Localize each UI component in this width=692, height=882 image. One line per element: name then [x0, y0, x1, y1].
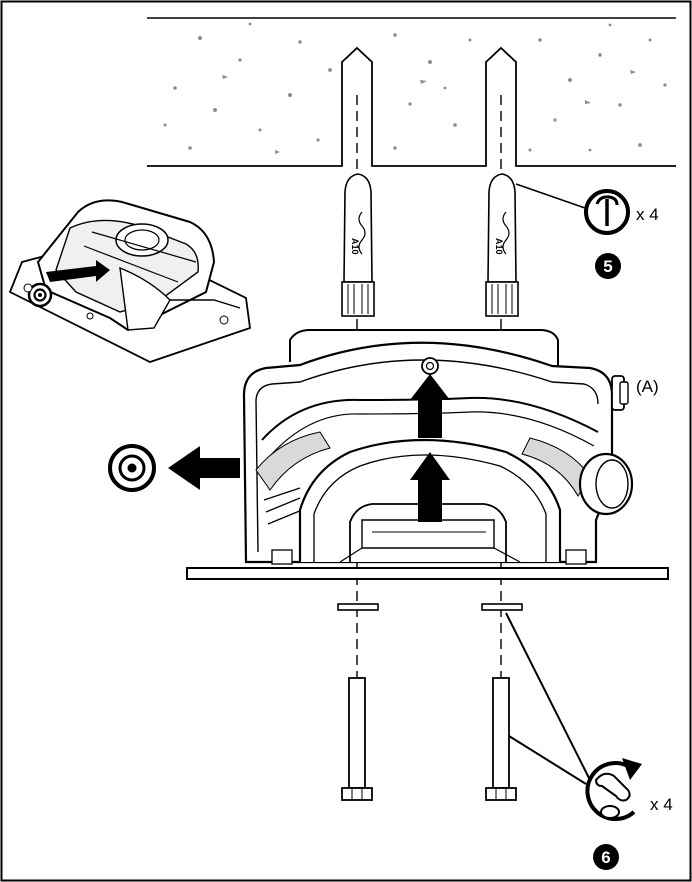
- push-up-arrows: [410, 374, 450, 522]
- base-plate: [186, 567, 669, 580]
- concrete-ceiling: [147, 17, 676, 167]
- mount-inset-thumbnail: [8, 199, 251, 363]
- remove-cap-icon: [108, 444, 156, 492]
- anchor-leader-line: [515, 183, 586, 209]
- step-5-badge: 5: [595, 253, 621, 279]
- wrench-quantity: x 4: [650, 795, 673, 814]
- part-a-knob: [611, 375, 629, 411]
- anchor-marking-right: A10: [494, 238, 504, 255]
- screw-leader-lines: [505, 612, 591, 785]
- screw-right: [485, 677, 517, 801]
- hammer-drill-icon: [584, 189, 630, 235]
- wall-anchor-right: A10: [485, 173, 519, 317]
- washer-right: [481, 603, 523, 611]
- wrench-tighten-icon: [585, 758, 642, 821]
- screw-left: [341, 677, 373, 801]
- mount-body: [186, 329, 669, 580]
- part-a-label: (A): [636, 377, 659, 396]
- wall-anchor-left: A10: [341, 173, 375, 317]
- step-6-badge: 6: [593, 844, 619, 870]
- concrete-speckles: [163, 22, 667, 154]
- step-5-number: 5: [603, 257, 612, 276]
- drill-quantity: x 4: [636, 205, 659, 224]
- step-6-number: 6: [601, 848, 610, 867]
- remove-direction-arrow: [168, 446, 240, 490]
- washer-left: [337, 603, 379, 611]
- anchor-marking-left: A10: [350, 238, 360, 255]
- side-lock-knob: [578, 452, 634, 516]
